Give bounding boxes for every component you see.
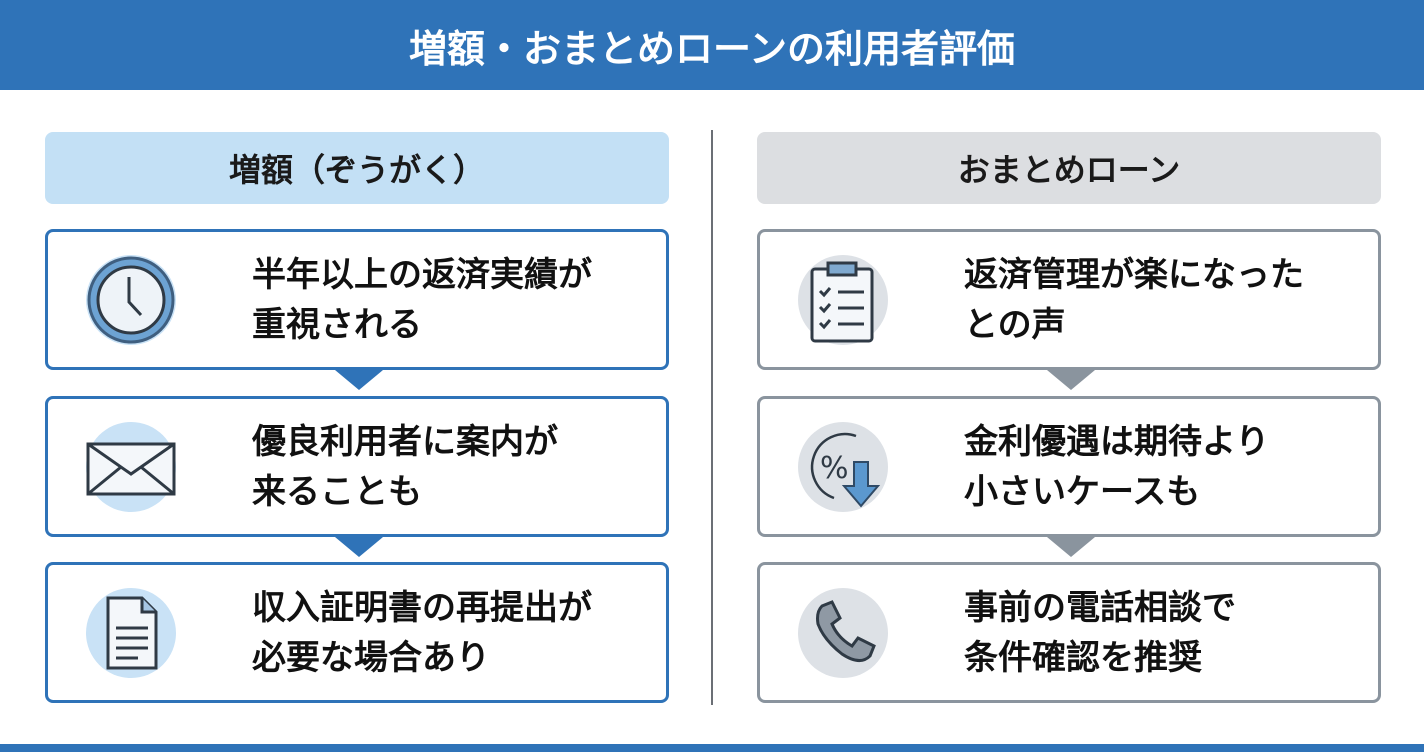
- document-icon: [86, 587, 176, 678]
- phone-icon: [798, 587, 888, 678]
- flow-arrow: [1047, 370, 1095, 390]
- page-title: 増額・おまとめローンの利用者評価: [0, 0, 1424, 90]
- column-divider: [711, 130, 713, 705]
- flow-arrow: [1047, 537, 1095, 557]
- card-text-line1: 返済管理が楽になった: [964, 254, 1304, 295]
- percent-down-icon: %: [798, 421, 888, 512]
- card-text-line2: 来ることも: [252, 471, 422, 512]
- card-text-line1: 収入証明書の再提出が: [252, 587, 592, 628]
- flow-arrow: [335, 537, 383, 557]
- card-text-line1: 優良利用者に案内が: [252, 421, 558, 462]
- svg-text:%: %: [820, 451, 849, 486]
- card-text-line2: 重視される: [252, 304, 422, 345]
- envelope-icon: [86, 421, 176, 512]
- zougaku-card-3: 収入証明書の再提出が必要な場合あり: [45, 562, 669, 703]
- card-text-line1: 金利優遇は期待より: [964, 421, 1270, 462]
- card-text-line2: 条件確認を推奨: [964, 637, 1202, 678]
- omatome-heading: おまとめローン: [757, 132, 1381, 204]
- card-text-line1: 半年以上の返済実績が: [252, 254, 592, 295]
- omatome-card-1: 返済管理が楽になったとの声: [757, 229, 1381, 370]
- zougaku-card-2: 優良利用者に案内が来ることも: [45, 396, 669, 537]
- zougaku-heading: 増額（ぞうがく）: [45, 132, 669, 204]
- footer-bar: [0, 744, 1424, 752]
- clock-icon: [86, 254, 176, 345]
- omatome-card-2: % 金利優遇は期待より小さいケースも: [757, 396, 1381, 537]
- card-text-line1: 事前の電話相談で: [964, 587, 1236, 628]
- omatome-column: おまとめローン 返済管理が楽になったとの声 % 金利優遇は期待より小さいケースも…: [757, 132, 1381, 703]
- omatome-card-3: 事前の電話相談で条件確認を推奨: [757, 562, 1381, 703]
- clipboard-checklist-icon: [798, 254, 888, 345]
- zougaku-column: 増額（ぞうがく） 半年以上の返済実績が重視される 優良利用者に案内が来ることも …: [45, 132, 669, 703]
- card-text-line2: との声: [964, 304, 1066, 345]
- card-text-line2: 必要な場合あり: [252, 637, 490, 678]
- zougaku-card-1: 半年以上の返済実績が重視される: [45, 229, 669, 370]
- flow-arrow: [335, 370, 383, 390]
- card-text-line2: 小さいケースも: [964, 471, 1201, 512]
